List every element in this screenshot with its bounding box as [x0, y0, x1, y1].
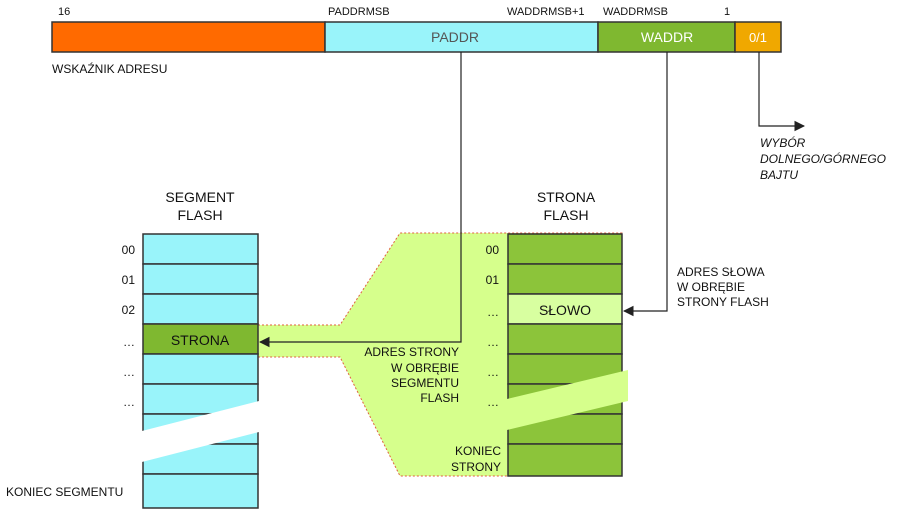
paddr-field — [324, 21, 599, 53]
byte-select-caption-line-2: DOLNEGO/GÓRNEGO — [760, 151, 886, 166]
waddr-label: WADDR — [641, 29, 693, 45]
segment-row-label: … — [123, 395, 135, 409]
page-flash: STRONA FLASH SŁOWO 00 01 … … … … KONIEC … — [451, 189, 628, 477]
pointer-field — [51, 21, 326, 53]
segment-row-label: 00 — [122, 243, 136, 257]
byte-select-label: 0/1 — [749, 30, 767, 45]
segment-row-label: … — [123, 365, 135, 379]
segment-end-row — [142, 473, 259, 509]
byte-select-connector: WYBÓR DOLNEGO/GÓRNEGO BAJTU — [758, 52, 886, 182]
bit-label-1: 1 — [724, 6, 730, 18]
segment-break — [138, 400, 263, 463]
segment-flash: SEGMENT FLASH STRONA 00 01 02 … … … KONI… — [6, 189, 263, 509]
word-address-line-2: W OBRĘBIE — [677, 280, 745, 294]
segment-row — [142, 263, 259, 295]
page-end-label-line-1: KONIEC — [455, 444, 501, 458]
page-row-label: … — [487, 305, 499, 319]
bit-label-waddrmsb-plus1: WADDRMSB+1 — [507, 6, 585, 18]
page-row-label: 00 — [486, 243, 500, 257]
segment-title-line-2: FLASH — [177, 207, 222, 223]
page-row — [507, 323, 623, 355]
page-break — [503, 370, 628, 431]
byte-select-arrow — [758, 52, 806, 132]
page-word-row — [507, 293, 623, 325]
page-row-label: … — [487, 335, 499, 349]
page-row — [507, 263, 623, 295]
byte-select-field — [734, 21, 782, 53]
segment-row-label: … — [123, 335, 135, 349]
page-address-line-2: W OBRĘBIE — [391, 361, 459, 375]
page-address-line-4: FLASH — [420, 391, 459, 405]
bit-label-16: 16 — [58, 6, 70, 18]
segment-page-row — [142, 323, 259, 355]
page-address-line-1: ADRES STRONY — [364, 345, 459, 359]
page-row-label: … — [487, 395, 499, 409]
page-title-line-1: STRONA — [537, 189, 596, 205]
byte-select-caption-line-1: WYBÓR — [760, 135, 806, 150]
segment-row — [142, 293, 259, 325]
page-row-label: … — [487, 365, 499, 379]
word-address-line-3: STRONY FLASH — [677, 295, 769, 309]
page-word-label: SŁOWO — [539, 302, 591, 318]
page-address-line-3: SEGMENTU — [391, 376, 459, 390]
page-address-annotation: ADRES STRONY W OBRĘBIE SEGMENTU FLASH — [364, 345, 459, 405]
segment-end-label: KONIEC SEGMENTU — [6, 485, 123, 499]
waddr-field — [597, 21, 736, 53]
page-end-label-line-2: STRONY — [451, 460, 501, 474]
page-row-label: 01 — [486, 273, 500, 287]
bit-label-waddrmsb: WADDRMSB — [603, 6, 668, 18]
page-end-row — [507, 443, 623, 477]
page-title-line-2: FLASH — [543, 207, 588, 223]
pointer-caption: WSKAŹNIK ADRESU — [52, 61, 167, 76]
paddr-to-page-arrow — [258, 52, 462, 348]
word-address-line-1: ADRES SŁOWA — [677, 265, 765, 279]
byte-select-caption-line-3: BAJTU — [760, 168, 798, 182]
segment-page-label: STRONA — [171, 332, 230, 348]
word-address-annotation: ADRES SŁOWA W OBRĘBIE STRONY FLASH — [677, 265, 769, 309]
page-row — [507, 233, 623, 265]
paddr-label: PADDR — [431, 29, 479, 45]
segment-row-label: 02 — [122, 303, 136, 317]
waddr-to-word-arrow — [622, 52, 668, 317]
address-register: 16 PADDRMSB WADDRMSB+1 WADDRMSB 1 PADDR … — [51, 6, 782, 76]
bit-label-paddrmsb: PADDRMSB — [328, 6, 390, 18]
segment-row — [142, 233, 259, 265]
segment-title-line-1: SEGMENT — [165, 189, 235, 205]
segment-row-label: 01 — [122, 273, 136, 287]
segment-row — [142, 353, 259, 385]
